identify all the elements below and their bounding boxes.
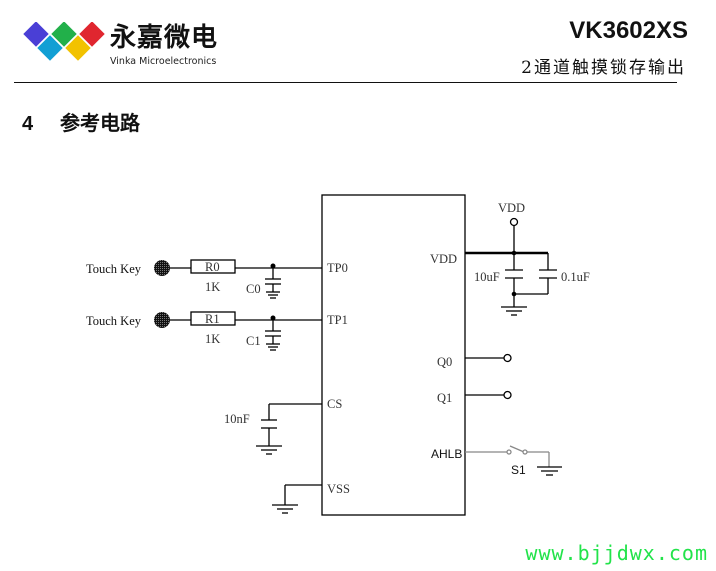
pin-cs-label: CS xyxy=(327,397,342,411)
resistor-r0-label: R0 xyxy=(205,260,220,274)
vdd-supply-label: VDD xyxy=(498,201,525,215)
resistor-r0 xyxy=(190,259,236,274)
switch-s1 xyxy=(465,445,550,467)
touch-key-pad-1 xyxy=(154,312,170,328)
section-title: 参考电路 xyxy=(60,111,140,135)
capacitor-c1-label: C1 xyxy=(246,334,261,348)
pin-vss-label: VSS xyxy=(327,482,350,496)
header-divider xyxy=(14,82,677,83)
pin-tp0-label: TP0 xyxy=(327,261,348,275)
switch-s1-label: S1 xyxy=(511,463,526,477)
logo-diamond-yellow xyxy=(65,35,91,61)
vdd-supply-terminal xyxy=(509,217,519,227)
pin-vdd-label: VDD xyxy=(430,252,457,266)
q1-output-terminal xyxy=(503,390,512,400)
resistor-r0-value: 1K xyxy=(205,280,220,294)
logo-diamond-purple xyxy=(23,22,49,47)
company-name-cn: 永嘉微电 xyxy=(110,23,219,53)
resistor-r1-label: R1 xyxy=(205,312,220,326)
pin-q1-label: Q1 xyxy=(437,391,452,405)
footer-website: www.bjjdwx.com xyxy=(525,541,708,565)
vdd-cap-10uf-label: 10uF xyxy=(474,270,500,284)
section-number: 4 xyxy=(22,113,34,135)
vdd-cap-01uf-label: 0.1uF xyxy=(561,270,590,284)
pin-ahlb-label: AHLB xyxy=(431,447,462,461)
vinka-logo-icon xyxy=(23,22,105,61)
company-name-en: Vinka Microelectronics xyxy=(110,56,217,67)
resistor-r1 xyxy=(190,311,236,326)
touch-key-pad-0 xyxy=(154,260,170,276)
cs-capacitor-value: 10nF xyxy=(224,412,250,426)
part-number: VK3602XS xyxy=(569,17,688,44)
logo-diamond-blue xyxy=(37,35,63,61)
pin-tp1-label: TP1 xyxy=(327,313,348,327)
resistor-r1-value: 1K xyxy=(205,332,220,346)
touch-key-label-1: Touch Key xyxy=(86,314,142,328)
q0-output-terminal xyxy=(503,353,512,363)
logo-diamond-red xyxy=(79,22,105,47)
document-subtitle: 2通道触摸锁存输出 xyxy=(521,58,686,78)
capacitor-c0-label: C0 xyxy=(246,282,261,296)
ic-body xyxy=(321,194,466,516)
touch-key-label-0: Touch Key xyxy=(86,262,142,276)
logo-diamond-green xyxy=(51,22,77,47)
pin-q0-label: Q0 xyxy=(437,355,452,369)
